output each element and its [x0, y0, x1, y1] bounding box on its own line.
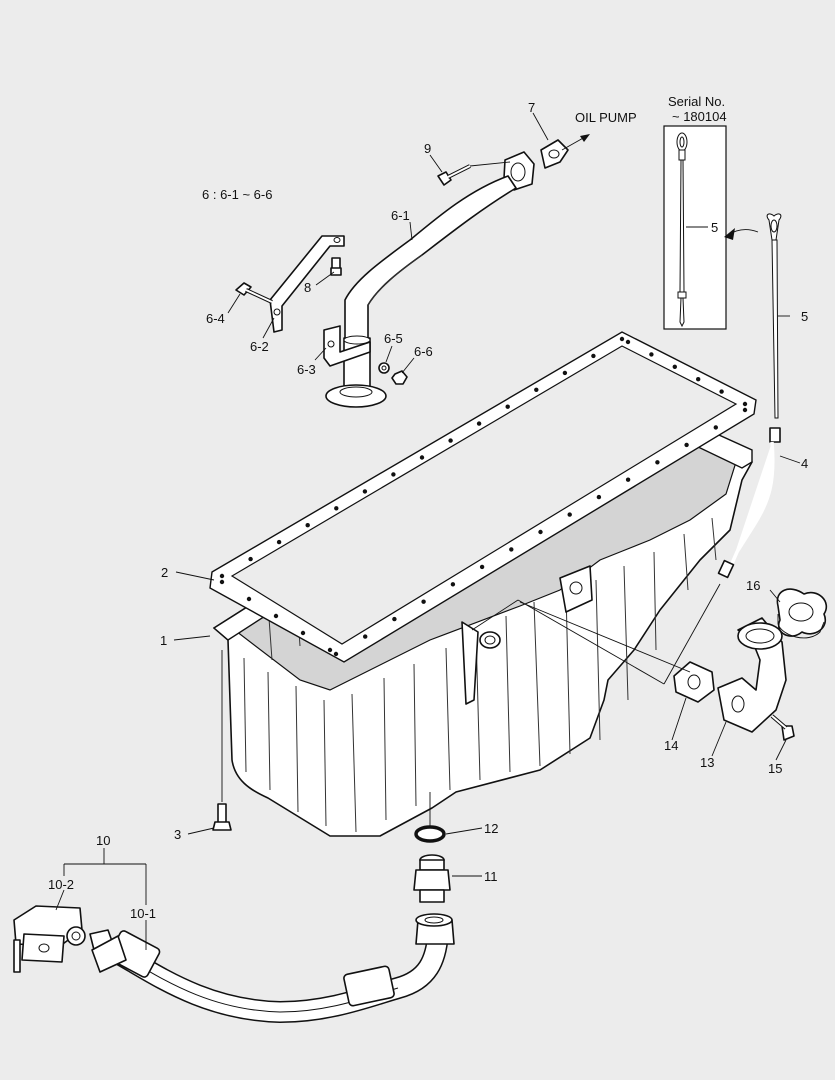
o-ring-12	[414, 825, 446, 843]
gasket-hole	[538, 529, 543, 535]
nut-6-6	[391, 370, 408, 385]
callout-10-2: 10-2	[48, 877, 74, 892]
gasket-hole	[672, 364, 677, 369]
gasket-hole	[505, 404, 510, 409]
gasket-hole	[625, 339, 631, 345]
gasket-hole	[392, 616, 397, 622]
gasket-hole	[248, 556, 253, 562]
gasket-hole	[625, 477, 631, 482]
gasket-hole	[696, 377, 701, 382]
serial-value: ~ 180104	[672, 109, 727, 124]
pipe-bracket	[269, 235, 345, 333]
callout-10: 10	[96, 833, 110, 848]
group-note: 6 : 6-1 ~ 6-6	[202, 187, 272, 202]
gasket-hole	[305, 523, 310, 528]
callout-6-6: 6-6	[414, 344, 433, 359]
inset-frame	[663, 125, 727, 330]
drain-fitting	[413, 825, 451, 903]
callout-10-1: 10-1	[130, 906, 156, 921]
drain-bolt-3	[212, 803, 232, 831]
gasket-hole	[655, 460, 660, 465]
gasket-hole	[509, 547, 514, 552]
gasket-hole	[562, 370, 568, 376]
callout-3: 3	[174, 827, 181, 842]
gasket-hole	[596, 494, 602, 500]
gasket-hole	[713, 425, 718, 430]
gasket-hole	[246, 596, 252, 602]
callout-6-5: 6-5	[384, 331, 403, 346]
callout-5-inset: 5	[711, 220, 718, 235]
gasket-hole	[479, 564, 485, 570]
dipstick-guide-tube	[717, 427, 781, 579]
callout-12: 12	[484, 821, 498, 836]
gasket-hole	[333, 651, 339, 657]
gasket-hole	[391, 472, 396, 477]
oil-pan-gasket	[209, 331, 757, 663]
gasket-hole	[219, 573, 225, 579]
gasket-hole	[219, 579, 225, 585]
adapter-11	[413, 854, 451, 903]
gasket-hole	[300, 630, 306, 636]
serial-inset	[663, 125, 759, 330]
callout-4: 4	[801, 456, 808, 471]
callout-13: 13	[700, 755, 714, 770]
gasket-hole	[719, 389, 724, 394]
gasket-hole	[591, 353, 596, 359]
callout-6-2: 6-2	[250, 339, 269, 354]
callout-6-4: 6-4	[206, 311, 225, 326]
gasket-hole	[534, 387, 539, 392]
gasket-hole	[742, 407, 748, 413]
serial-title: Serial No.	[668, 94, 725, 109]
oil-filler-assembly	[673, 588, 828, 741]
gasket-hole	[567, 512, 572, 517]
gasket-hole	[362, 489, 368, 494]
outer-ribs	[243, 517, 717, 833]
oil-strainer-assembly	[235, 134, 590, 408]
leader-lines	[55, 112, 801, 950]
callout-16: 16	[746, 578, 760, 593]
bolt-9	[437, 164, 471, 186]
gasket-hole	[421, 599, 426, 604]
gasket-hole	[276, 539, 282, 545]
bolt-8	[330, 257, 342, 276]
callout-6-3: 6-3	[297, 362, 316, 377]
gasket-hole	[334, 506, 339, 511]
filler-cap	[776, 588, 828, 639]
pipe-clamp	[323, 325, 371, 367]
gasket-hole	[327, 647, 333, 653]
pan-drain-port	[461, 565, 593, 705]
gasket-hole	[363, 634, 368, 639]
callout-11: 11	[484, 869, 498, 884]
oil-pump-label: OIL PUMP	[575, 110, 637, 125]
dipstick	[766, 213, 782, 419]
gasket-bolt-holes	[219, 336, 748, 657]
gasket-hole	[619, 336, 625, 342]
callout-8: 8	[304, 280, 311, 295]
drain-hose-assembly	[13, 905, 455, 1024]
bolt-15	[770, 714, 795, 741]
callout-15: 15	[768, 761, 782, 776]
callout-9: 9	[424, 141, 431, 156]
gasket-hole	[649, 352, 654, 357]
bolt-6-4	[235, 282, 273, 304]
callout-labels: 6 : 6-1 ~ 6-6 OIL PUMP Serial No. ~ 1801…	[48, 94, 808, 921]
inset-dipstick	[676, 132, 688, 328]
gasket-hole	[273, 613, 279, 619]
callout-7: 7	[528, 100, 535, 115]
callout-2: 2	[161, 565, 168, 580]
callout-5: 5	[801, 309, 808, 324]
gasket-hole	[448, 438, 453, 443]
gasket-hole	[684, 442, 689, 448]
gasket-hole	[742, 401, 748, 407]
gasket-hole	[476, 421, 482, 426]
gasket-hole	[450, 582, 456, 587]
callout-1: 1	[160, 633, 167, 648]
gasket-hole	[419, 455, 425, 460]
callout-14: 14	[664, 738, 678, 753]
callout-6-1: 6-1	[391, 208, 410, 223]
